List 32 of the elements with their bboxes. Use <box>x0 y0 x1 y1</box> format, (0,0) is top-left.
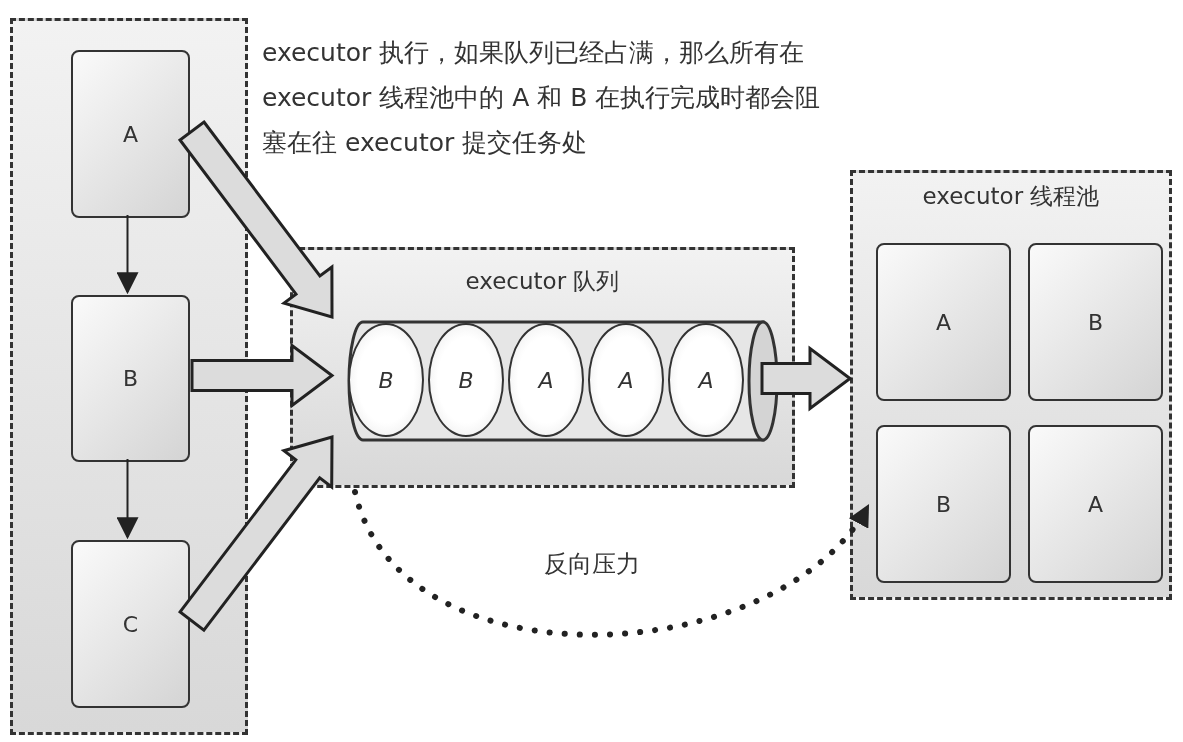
task-box <box>1028 243 1163 401</box>
task-letter: B <box>122 366 139 391</box>
dotted-arrow <box>352 489 871 638</box>
hollow-arrow <box>190 342 335 409</box>
task-letter: B <box>1087 309 1104 335</box>
task-letter: A <box>618 367 634 393</box>
task-box <box>1028 425 1163 583</box>
task-box <box>71 540 190 708</box>
task-box <box>876 243 1011 401</box>
task-letter: A <box>122 121 139 147</box>
group-container <box>290 247 795 488</box>
task-box <box>876 425 1011 583</box>
group-title: executor 队列 <box>464 267 621 296</box>
task-letter: B <box>935 491 952 517</box>
hollow-arrow <box>178 435 334 633</box>
arrow <box>116 214 139 295</box>
group-container <box>10 18 248 735</box>
group-title: executor 线程池 <box>921 182 1101 211</box>
task-letter: B <box>378 367 394 393</box>
task-letter: C <box>122 611 139 637</box>
task-letter: B <box>458 367 474 393</box>
note-text: executor 执行，如果队列已经占满，那么所有在 executor 线程池中的 A 和 B 在执行完成时都会阻塞在往 executor 提交任务处 <box>262 37 822 159</box>
arrow <box>116 458 139 540</box>
task-letter: A <box>1087 491 1104 517</box>
task-letter: A <box>698 367 714 393</box>
task-letter: A <box>935 309 952 335</box>
task-box <box>71 50 190 218</box>
hollow-arrow <box>177 119 334 319</box>
task-box <box>71 295 190 462</box>
group-container <box>850 170 1172 600</box>
task-letter: A <box>538 367 554 393</box>
hollow-arrow <box>760 345 853 412</box>
